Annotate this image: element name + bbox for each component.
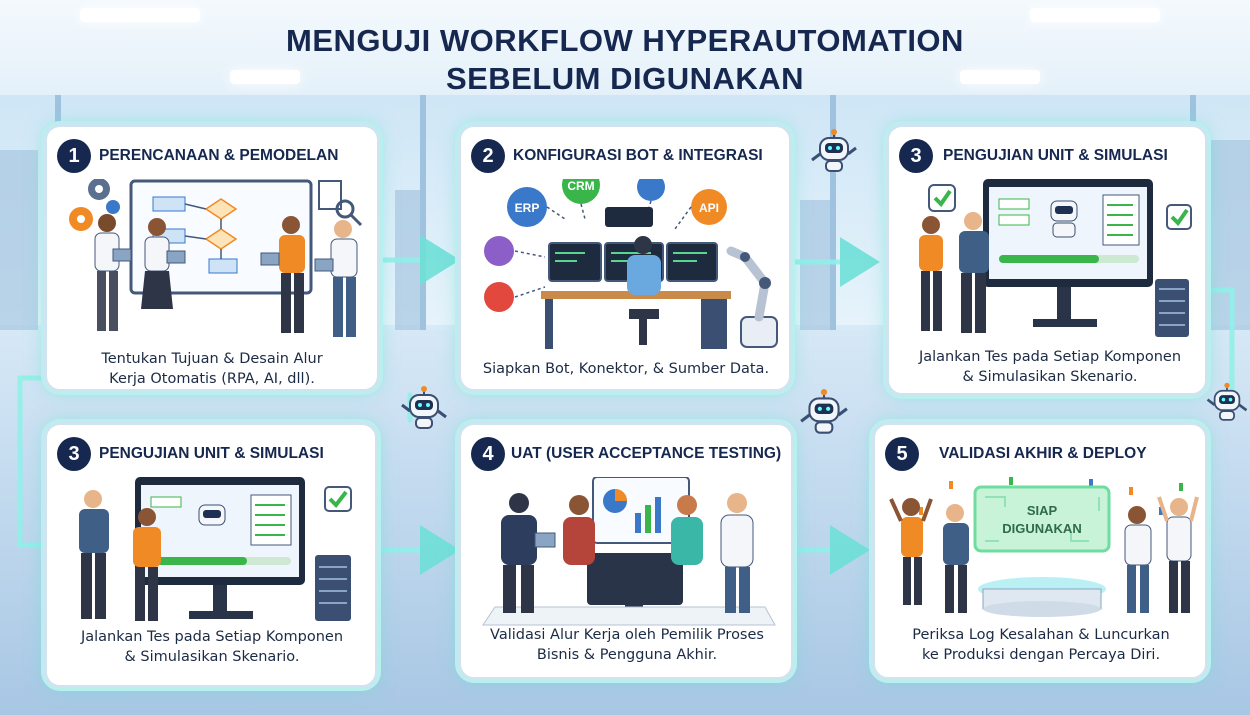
caption-line: Siapkan Bot, Konektor, & Sumber Data.: [482, 361, 770, 377]
caption-line: Periksa Log Kesalahan & Luncurkan: [912, 627, 1170, 643]
city-building: [0, 150, 38, 330]
caption-line: Jalankan Tes pada Setiap Komponen: [80, 629, 344, 645]
step-panel-5: 5 VALIDASI AKHIR & DEPLOY SIAP DIGUNAKAN…: [872, 422, 1208, 680]
step-title: PENGUJIAN UNIT & SIMULASI: [943, 147, 1168, 164]
step-number-badge: 2: [471, 139, 505, 173]
step-panel-3-repeat: 3 PENGUJIAN UNIT & SIMULASI Jalankan Tes…: [44, 422, 378, 688]
step-title: PERENCANAAN & PEMODELAN: [99, 147, 339, 164]
ceiling-light: [960, 70, 1040, 84]
step-title: VALIDASI AKHIR & DEPLOY: [939, 445, 1147, 462]
title-line-1: MENGUJI WORKFLOW HYPERAUTOMATION: [286, 23, 964, 58]
ready-sign-line-2: DIGUNAKAN: [1002, 521, 1081, 536]
unit-testing-illustration: [79, 477, 352, 621]
ceiling-light: [230, 70, 300, 84]
bot-integration-illustration: ERP CRM API: [484, 179, 778, 349]
connector-left: [17, 375, 48, 548]
caption-line: Bisnis & Pengguna Akhir.: [536, 647, 718, 663]
unit-testing-illustration: [919, 179, 1192, 337]
step-caption: Periksa Log Kesalahan & Luncurkan ke Pro…: [883, 625, 1199, 665]
title-line-2: SEBELUM DIGUNAKAN: [445, 61, 805, 96]
caption-line: Jalankan Tes pada Setiap Komponen: [918, 349, 1182, 365]
integration-api-label: API: [699, 201, 719, 215]
ceiling-light: [80, 8, 200, 22]
step-number-badge: 4: [471, 437, 505, 471]
page-title: MENGUJI WORKFLOW HYPERAUTOMATION SEBELUM…: [0, 22, 1250, 98]
step-panel-2: 2 KONFIGURASI BOT & INTEGRASI ERP CRM AP…: [458, 124, 792, 392]
step-panel-1: 1 PERENCANAAN & PEMODELAN: [44, 124, 380, 392]
step-caption: Siapkan Bot, Konektor, & Sumber Data.: [471, 359, 781, 379]
floating-robot-icon: [1206, 382, 1248, 421]
step-number-badge: 3: [899, 139, 933, 173]
caption-line: ke Produksi dengan Percaya Diri.: [921, 647, 1161, 663]
step-number-badge: 1: [57, 139, 91, 173]
uat-team-illustration: [482, 477, 776, 626]
step-caption: Validasi Alur Kerja oleh Pemilik Proses …: [469, 625, 785, 665]
person: [94, 214, 132, 331]
floating-robot-icon: [401, 386, 447, 429]
step-title: UAT (USER ACCEPTANCE TESTING): [511, 445, 782, 462]
step-title: KONFIGURASI BOT & INTEGRASI: [513, 147, 763, 164]
step-caption: Tentukan Tujuan & Desain Alur Kerja Otom…: [57, 349, 367, 389]
caption-line: Tentukan Tujuan & Desain Alur: [101, 351, 323, 367]
integration-crm-label: CRM: [567, 179, 594, 193]
step-caption: Jalankan Tes pada Setiap Komponen & Simu…: [895, 347, 1205, 387]
window-mullion: [830, 95, 836, 335]
ceiling-light: [1030, 8, 1160, 22]
step-caption: Jalankan Tes pada Setiap Komponen & Simu…: [57, 627, 367, 667]
caption-line: Validasi Alur Kerja oleh Pemilik Proses: [490, 627, 764, 643]
caption-line: & Simulasikan Skenario.: [124, 649, 300, 665]
connector-right: [1205, 287, 1235, 408]
window-mullion: [420, 95, 426, 335]
deploy-celebration-illustration: SIAP DIGUNAKAN: [889, 477, 1199, 617]
step-panel-3: 3 PENGUJIAN UNIT & SIMULASI Jalankan Tes: [886, 124, 1208, 396]
ready-sign-line-1: SIAP: [1027, 503, 1058, 518]
floating-robot-icon: [800, 389, 848, 434]
integration-erp-label: ERP: [515, 201, 540, 215]
caption-line: & Simulasikan Skenario.: [962, 369, 1138, 385]
caption-line: Kerja Otomatis (RPA, AI, dll).: [109, 371, 315, 387]
step-title: PENGUJIAN UNIT & SIMULASI: [99, 445, 324, 462]
step-number-badge: 5: [885, 437, 919, 471]
floating-robot-icon: [811, 129, 857, 172]
step-number-badge: 3: [57, 437, 91, 471]
planning-team-illustration: [69, 179, 363, 337]
step-panel-4: 4 UAT (USER ACCEPTANCE TESTING) Validasi…: [458, 422, 794, 680]
